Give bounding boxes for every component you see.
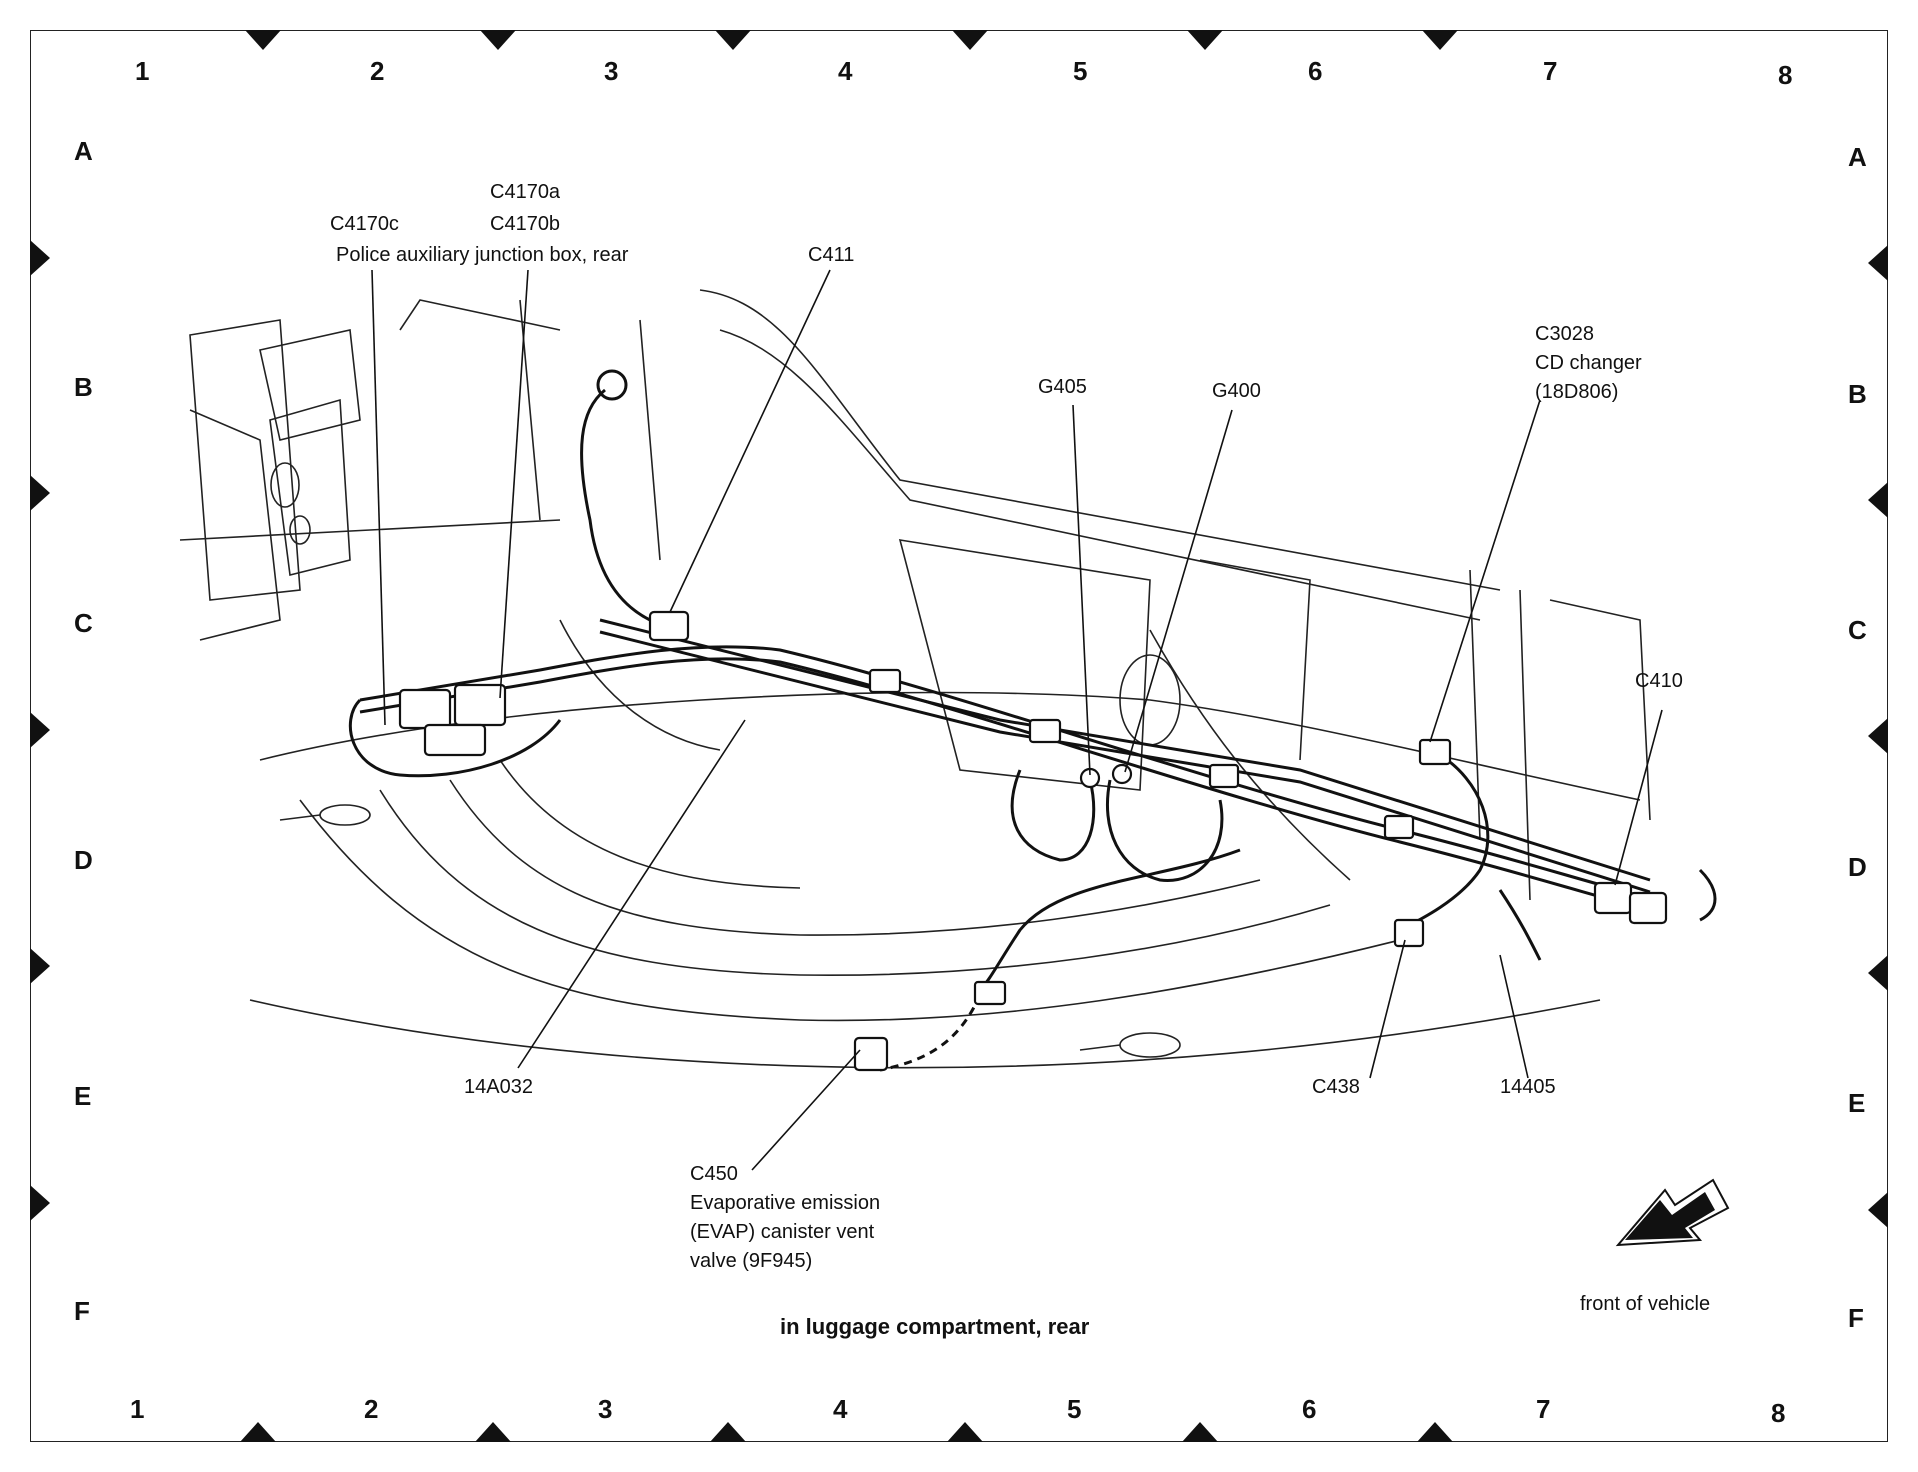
grid-column-label: 3 [604, 56, 619, 86]
label-c450: C450 [690, 1163, 738, 1185]
label-c4170a: C4170a [490, 181, 561, 203]
grid-row-label: D [1848, 852, 1867, 882]
label-c438: C438 [1312, 1076, 1360, 1098]
grid-column-label: 4 [838, 56, 853, 86]
grid-row-label: A [74, 136, 93, 166]
grid-row-label: C [1848, 615, 1867, 645]
grid-row-label: A [1848, 142, 1867, 172]
label-g405: G405 [1038, 376, 1087, 398]
grid-column-label: 3 [598, 1394, 613, 1424]
label-evap-line1: Evaporative emission [690, 1192, 881, 1214]
grid-row-label: F [1848, 1303, 1864, 1333]
grid-column-label: 5 [1073, 56, 1088, 86]
label-evap-line2: (EVAP) canister vent [690, 1221, 875, 1243]
label-front-of-vehicle: front of vehicle [1580, 1293, 1711, 1315]
front-of-vehicle-arrow [1615, 1178, 1730, 1247]
grid-row-label: D [74, 845, 93, 875]
grid-column-label: 6 [1308, 56, 1323, 86]
grid-row-label: E [1848, 1088, 1866, 1118]
label-g400: G400 [1212, 380, 1261, 402]
grid-row-label: B [74, 372, 93, 402]
label-evap-line3: valve (9F945) [690, 1250, 813, 1272]
grid-column-label: 1 [135, 56, 150, 86]
grid-column-label: 6 [1302, 1394, 1317, 1424]
grid-column-label: 7 [1536, 1394, 1551, 1424]
label-14405: 14405 [1500, 1076, 1556, 1098]
grid-row-label: B [1848, 379, 1867, 409]
label-c410: C410 [1635, 670, 1683, 692]
label-c411: C411 [808, 244, 855, 266]
label-cd-changer: CD changer [1535, 352, 1642, 374]
grid-column-label: 5 [1067, 1394, 1082, 1424]
leader-lines [371, 269, 1663, 1171]
label-c4170b: C4170b [490, 213, 561, 235]
label-14a032: 14A032 [464, 1076, 533, 1098]
grid-markers [30, 30, 1888, 1442]
grid-column-label: 2 [364, 1394, 379, 1424]
diagram-caption: in luggage compartment, rear [780, 1314, 1090, 1339]
grid-column-label: 7 [1543, 56, 1558, 86]
grid-row-label: E [74, 1081, 92, 1111]
label-police-auxiliary-junction-box: Police auxiliary junction box, rear [336, 244, 629, 266]
label-cd-changer-group: C3028 CD changer (18D806) [1535, 320, 1642, 407]
label-cd-changer-part: (18D806) [1535, 381, 1619, 403]
grid-row-label: F [74, 1296, 90, 1326]
grid-row-label: C [74, 608, 93, 638]
label-c4170c: C4170c [330, 213, 399, 235]
grid-column-label: 8 [1778, 60, 1793, 90]
grid-column-label: 8 [1771, 1398, 1786, 1428]
connectors [398, 610, 1668, 1072]
label-c3028: C3028 [1535, 323, 1594, 345]
grid-column-label: 4 [833, 1394, 848, 1424]
vehicle-body-outline [179, 289, 1651, 1069]
grid-column-label: 2 [370, 56, 385, 86]
label-evap-group: C450 Evaporative emission (EVAP) caniste… [690, 1160, 880, 1276]
grid-column-label: 1 [130, 1394, 145, 1424]
